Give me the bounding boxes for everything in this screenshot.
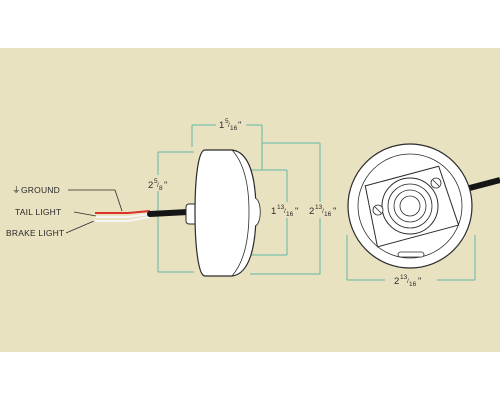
side-view-dimensions: [157, 124, 321, 275]
dim-depth-whole: 1: [219, 120, 224, 131]
front-view-dimensions: [346, 235, 476, 281]
dim-height-right-slash: /: [322, 208, 324, 215]
screw-left-icon: [372, 204, 384, 216]
brake-light-label: BRAKE LIGHT: [6, 228, 64, 238]
tail-leader: [73, 211, 97, 217]
dimension-depth: 1 5 / 16 ": [216, 116, 246, 132]
side-lens-bump: [254, 197, 261, 227]
dim-diameter-whole: 2: [394, 276, 399, 287]
dim-height-right-den: 16: [324, 211, 332, 218]
ground-leader: [68, 189, 123, 212]
dim-height-right-whole: 2: [309, 206, 314, 217]
front-view: [347, 143, 500, 269]
lens-ring-inner: [393, 189, 427, 223]
brake-leader: [65, 220, 95, 234]
front-housing-inner-rim: [357, 153, 463, 259]
wire-white-brake: [92, 216, 151, 222]
dim-diameter-den: 16: [409, 281, 417, 288]
side-housing: [194, 149, 257, 277]
dim-height-mid-den: 16: [286, 211, 294, 218]
dim-height-outer-whole: 2: [148, 180, 153, 191]
side-cable: [147, 209, 191, 217]
side-housing-seam: [231, 149, 250, 277]
dim-diameter-slash: /: [407, 278, 409, 285]
dim-height-mid-unit: ": [295, 206, 298, 217]
dimension-height-right: 2 13 / 16 ": [306, 202, 344, 218]
tail-light-label: TAIL LIGHT: [15, 207, 61, 217]
dim-diameter-num: 13: [400, 274, 408, 281]
dim-depth-slash: /: [228, 122, 230, 129]
lens-ring-mid: [387, 183, 433, 229]
dim-depth-num: 5: [225, 118, 229, 125]
dim-height-right-num: 13: [315, 204, 323, 211]
dimension-height-outer: 2 5 / 8 ": [146, 175, 172, 192]
dim-height-mid-whole: 1: [271, 206, 276, 217]
dim-height-outer-num: 5: [154, 178, 158, 185]
dim-height-outer-den: 8: [159, 185, 163, 192]
ground-label: GROUND: [21, 185, 60, 195]
front-drain-slot: [397, 251, 425, 258]
wire-labels: ⏚ GROUND TAIL LIGHT BRAKE LIGHT: [6, 185, 123, 238]
bottom-frame-bar: [0, 352, 500, 400]
dim-height-outer-unit: ": [164, 180, 167, 191]
wire-red: [95, 210, 151, 214]
top-frame-bar: [0, 0, 500, 48]
dim-height-mid-num: 13: [277, 204, 285, 211]
dim-height-right-unit: ": [333, 206, 336, 217]
side-view: [92, 149, 261, 277]
lens-ring-outer: [381, 177, 439, 235]
screw-right-icon: [430, 177, 442, 189]
dim-depth-den: 16: [230, 125, 238, 132]
dimension-height-mid: 1 13 / 16 ": [268, 202, 306, 218]
lens-center: [399, 195, 421, 217]
wire-white-tail: [95, 213, 151, 218]
dim-height-outer-slash: /: [157, 182, 159, 189]
ground-symbol-icon: ⏚: [12, 185, 21, 195]
dim-diameter-unit: ": [418, 276, 421, 287]
dim-depth-unit: ": [238, 120, 241, 131]
dimension-diameter: 2 13 / 16 ": [394, 274, 421, 288]
dim-height-mid-slash: /: [284, 208, 286, 215]
